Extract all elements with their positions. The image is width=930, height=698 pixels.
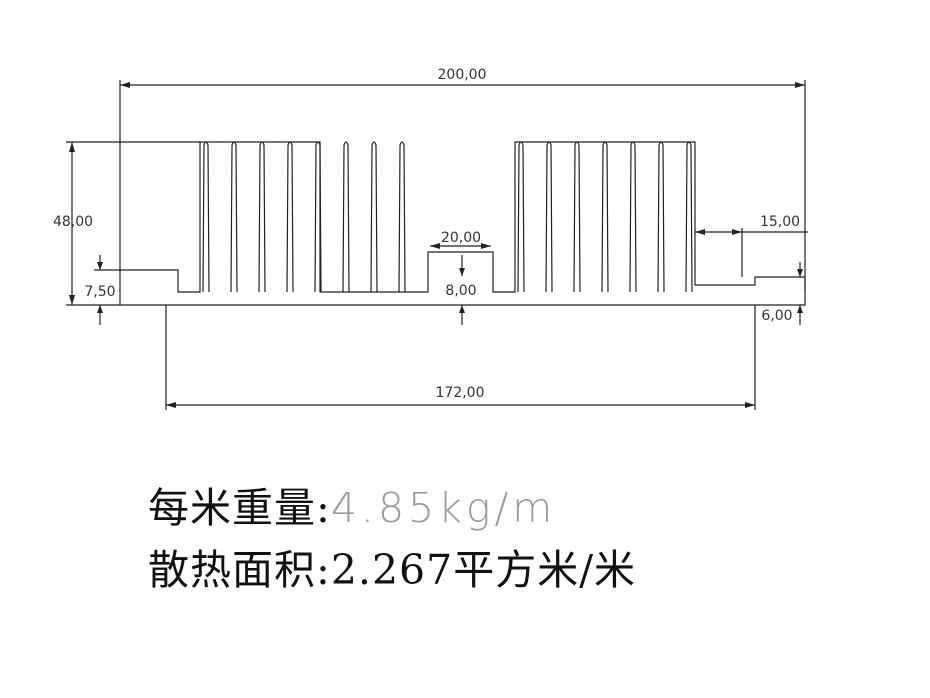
inner-width-label: 172,00 [436, 385, 485, 401]
fin [342, 141, 350, 293]
fin [258, 141, 266, 293]
side-step-width-label: 15,00 [760, 214, 800, 230]
fin [545, 141, 553, 293]
area-label: 散热面积: [148, 546, 331, 594]
center-base-label: 8,00 [445, 283, 476, 299]
side-step-height-label: 6,00 [761, 308, 792, 324]
weight-value: 4.85kg/m [330, 484, 557, 532]
area-spec: 散热面积:2.267平方米/米 [148, 536, 636, 596]
center-slot-label: 20,00 [441, 230, 481, 246]
fin [573, 141, 581, 293]
fin [398, 141, 406, 293]
fin [601, 141, 609, 293]
heatsink-profile [119, 141, 806, 306]
base-thickness-label: 7,50 [84, 284, 115, 300]
area-value: 2.267平方米/米 [330, 546, 637, 594]
height-label: 48,00 [53, 214, 93, 230]
fin [685, 141, 693, 293]
fin [202, 141, 210, 293]
weight-spec: 每米重量:4.85kg/m [148, 474, 556, 534]
fins-right [517, 141, 693, 293]
fin [517, 141, 525, 293]
overall-width-label: 200,00 [438, 67, 487, 83]
fin [230, 141, 238, 293]
fin [314, 141, 322, 293]
weight-label: 每米重量: [148, 484, 331, 532]
fins-left [202, 141, 406, 293]
fin [657, 141, 665, 293]
fin [629, 141, 637, 293]
fin [370, 141, 378, 293]
fin [286, 141, 294, 293]
